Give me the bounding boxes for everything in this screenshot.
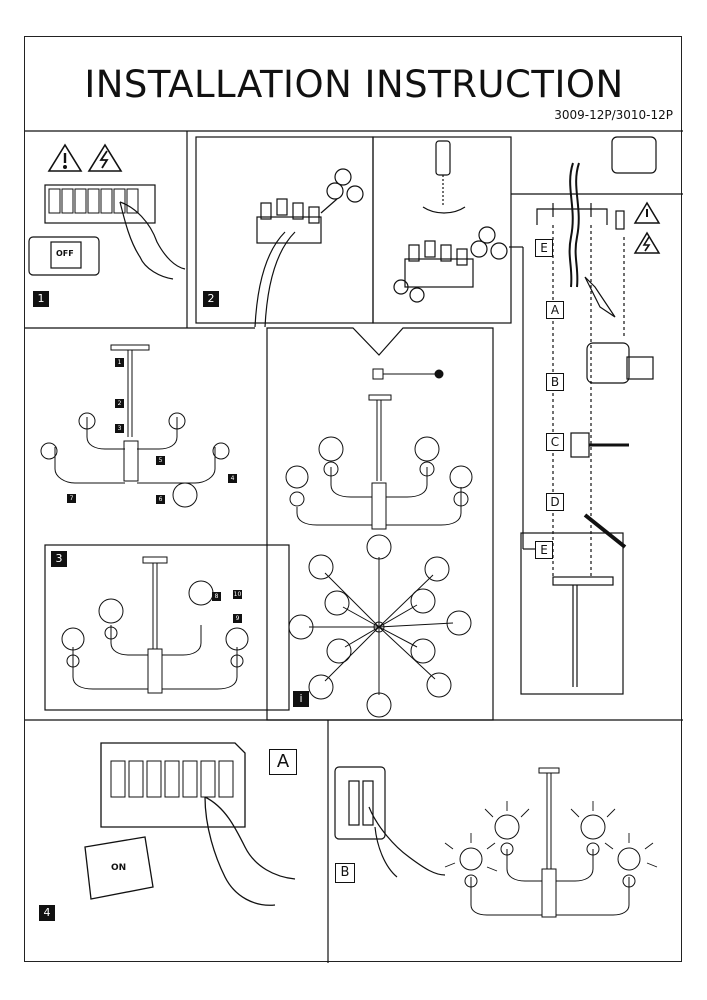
pencil-marker: [584, 276, 616, 318]
step3-box: [44, 544, 290, 711]
assembled-chandelier-step3: [61, 556, 249, 694]
mounting-bracket: [536, 162, 625, 288]
part-number-6: 6: [156, 495, 165, 504]
wall-switch: [334, 766, 446, 878]
part-number-7: 7: [67, 494, 76, 503]
e-detail-box: [520, 532, 624, 695]
info-box: [266, 327, 494, 721]
page-title: INSTALLATION INSTRUCTION: [84, 63, 624, 106]
chandelier-side-view: [285, 368, 473, 530]
part-number-4: 4: [228, 474, 237, 483]
off-label: OFF: [56, 249, 74, 258]
part-number-9: 9: [233, 614, 242, 623]
instruction-sheet: INSTALLATION INSTRUCTION 3009-12P/3010-1…: [24, 36, 683, 963]
label-a: A: [546, 301, 564, 319]
model-number: 3009-12P/3010-12P: [554, 108, 673, 122]
terminal-block-2: [393, 226, 508, 303]
electric-hazard-icon: [633, 231, 661, 254]
screwdriver-icon: [422, 140, 466, 214]
step-1-badge: 1: [33, 291, 49, 307]
exploded-chandelier: [40, 344, 230, 508]
instruction-artwork: [25, 130, 683, 963]
lit-chandelier: [444, 767, 658, 918]
part-number-8: 8: [212, 592, 221, 601]
step-4-badge: 4: [39, 905, 55, 921]
part-number-5: 5: [156, 456, 165, 465]
label-e-bottom: E: [535, 541, 553, 559]
screwdriver-icon: [583, 513, 627, 549]
warning-icon: [47, 143, 83, 172]
step-2-badge: 2: [203, 291, 219, 307]
label-d: D: [546, 493, 564, 511]
info-badge: i: [293, 691, 309, 707]
tools-not-included-icon: [611, 136, 657, 174]
label-e-top: E: [535, 239, 553, 257]
breaker-panel-off: [28, 184, 186, 280]
step4-label-b: B: [335, 863, 355, 883]
step-3-badge: 3: [51, 551, 67, 567]
part-number-10: 10: [233, 590, 242, 599]
step2-box-right: [372, 136, 512, 324]
part-number-2: 2: [115, 399, 124, 408]
step4-label-a: A: [269, 749, 297, 775]
label-b: B: [546, 373, 564, 391]
part-number-3: 3: [115, 424, 124, 433]
step2-box-left: [195, 136, 374, 324]
drill-icon: [586, 342, 654, 384]
warning-icon: [633, 201, 661, 224]
part-number-1: 1: [115, 358, 124, 367]
hammer-icon: [570, 432, 629, 458]
breaker-panel-on: [84, 742, 296, 906]
on-label: ON: [111, 863, 127, 873]
electric-hazard-icon: [87, 143, 123, 172]
terminal-block-1: [254, 168, 364, 328]
label-c: C: [546, 433, 564, 451]
chandelier-top-view: [288, 534, 472, 718]
